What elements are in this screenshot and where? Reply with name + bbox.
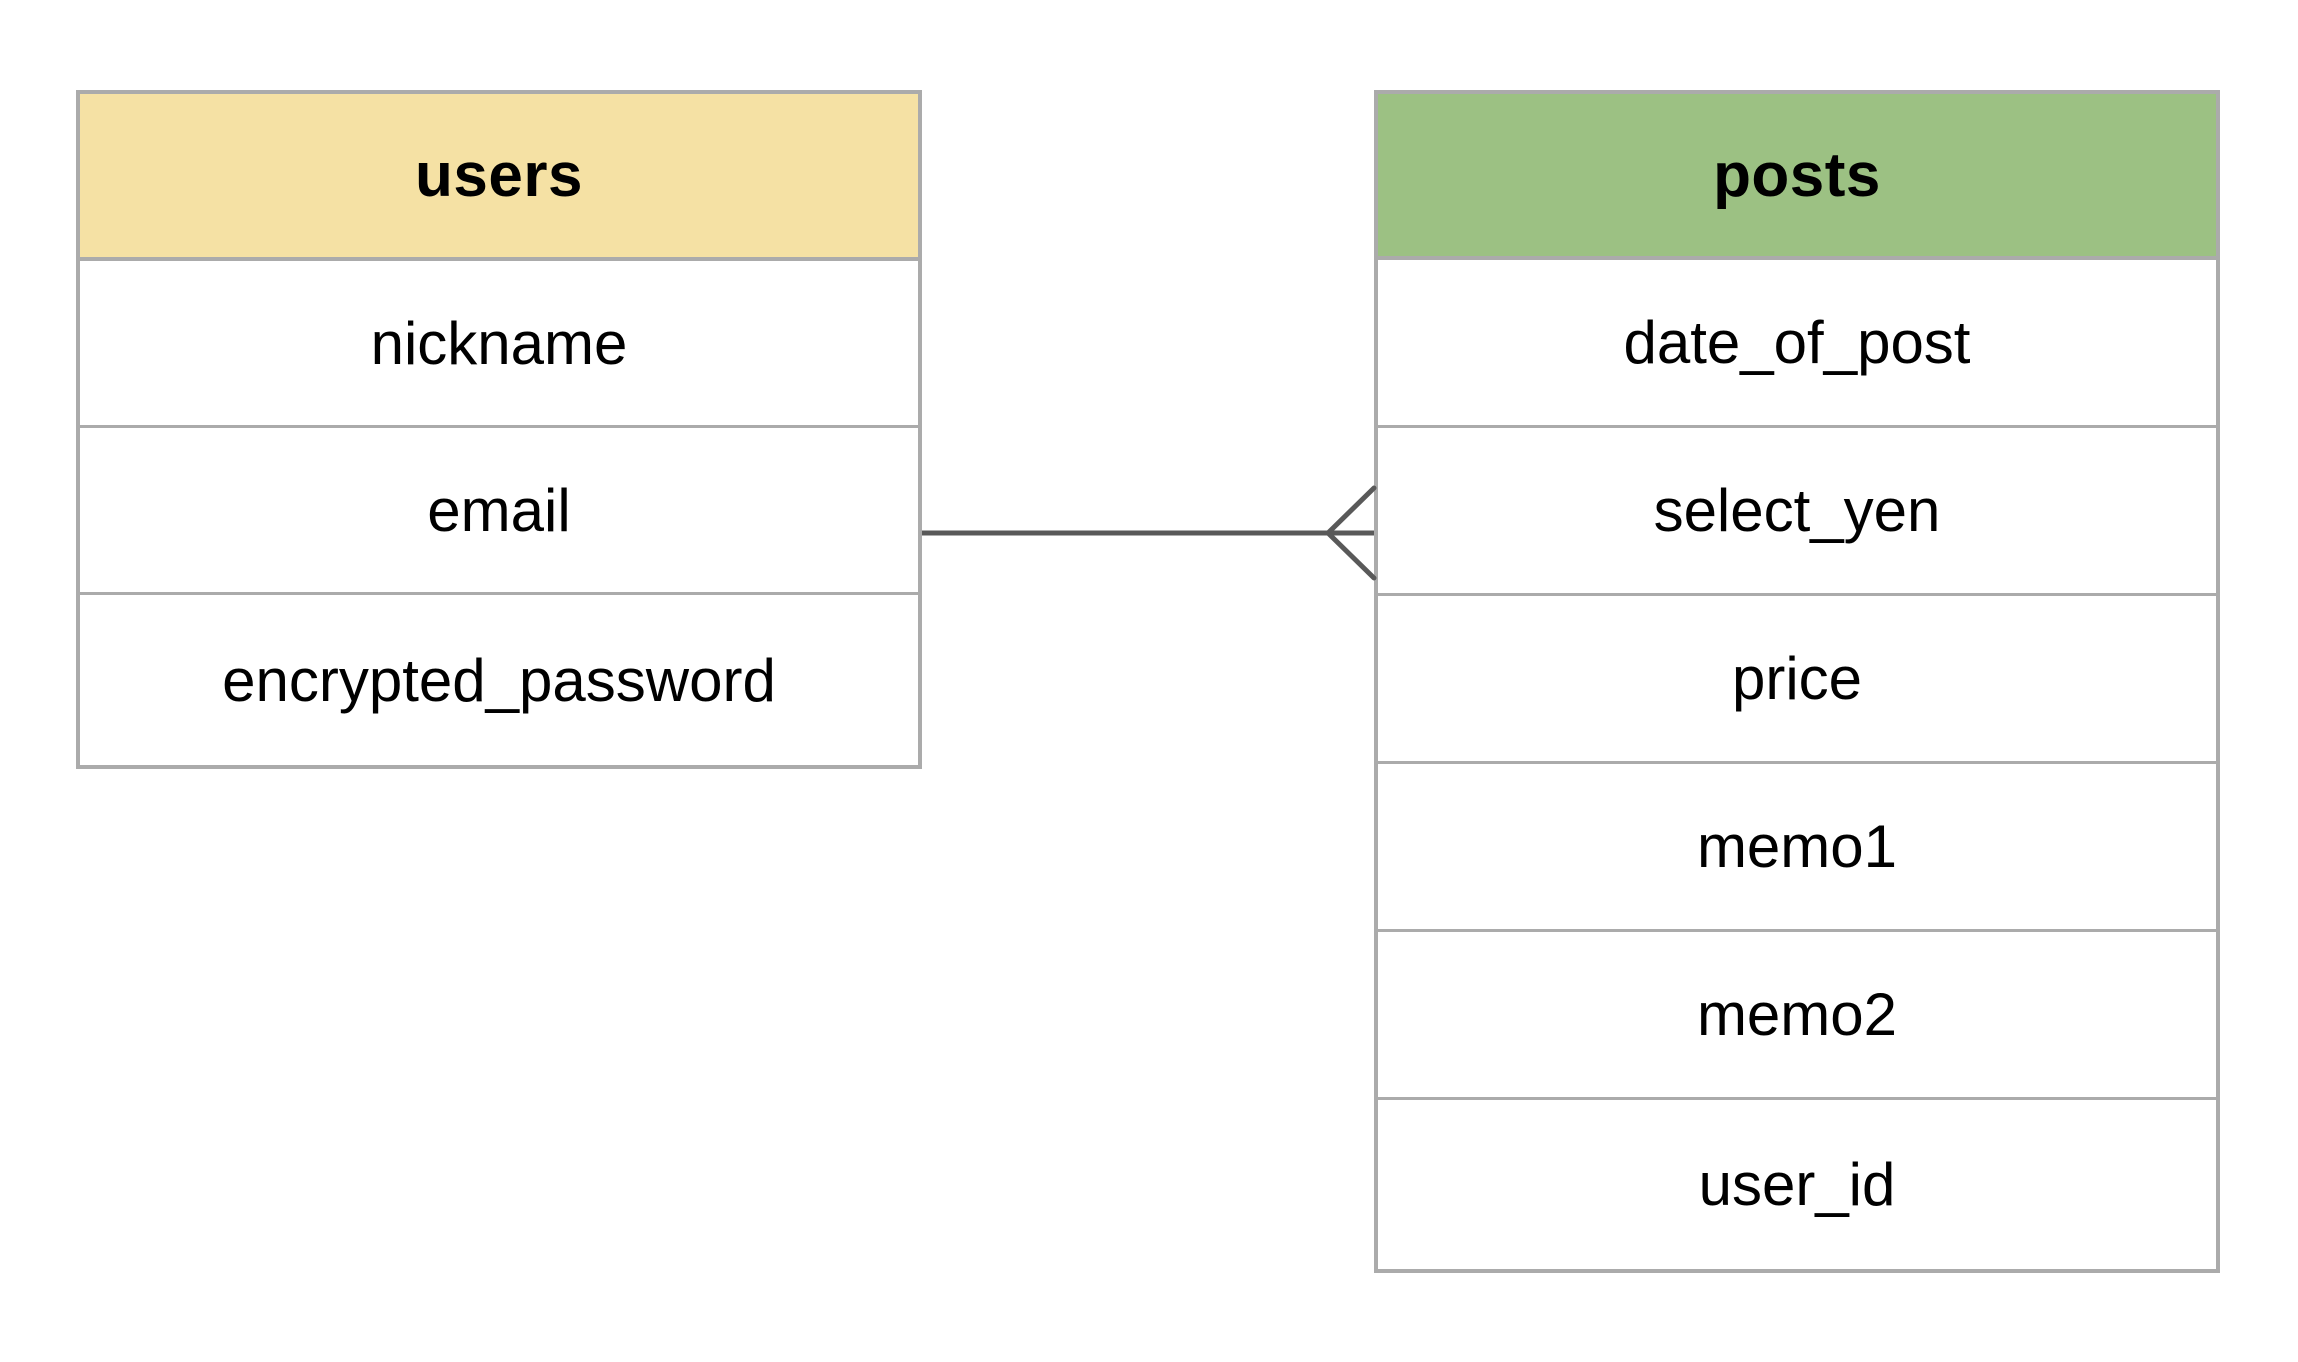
entity-posts-header: posts [1374,90,2220,260]
crows-foot-upper-prong [1325,485,1377,536]
entity-posts-attribute-date-of-post[interactable]: date_of_post [1378,260,2216,428]
entity-users-attribute-list: nickname email encrypted_password [76,261,922,769]
entity-users-attribute-nickname[interactable]: nickname [80,261,918,428]
entity-users-attribute-email[interactable]: email [80,428,918,595]
entity-posts[interactable]: posts date_of_post select_yen price memo… [1374,90,2220,1273]
entity-users[interactable]: users nickname email encrypted_password [76,90,922,769]
entity-posts-attribute-memo2[interactable]: memo2 [1378,932,2216,1100]
entity-users-attribute-encrypted-password[interactable]: encrypted_password [80,595,918,765]
entity-posts-attribute-list: date_of_post select_yen price memo1 memo… [1374,260,2220,1273]
entity-posts-attribute-memo1[interactable]: memo1 [1378,764,2216,932]
entity-users-header: users [76,90,922,261]
crows-foot-lower-prong [1325,530,1377,581]
entity-posts-attribute-user-id[interactable]: user_id [1378,1100,2216,1269]
entity-posts-attribute-price[interactable]: price [1378,596,2216,764]
entity-posts-attribute-select-yen[interactable]: select_yen [1378,428,2216,596]
relationship-users-to-posts[interactable] [900,460,1400,610]
